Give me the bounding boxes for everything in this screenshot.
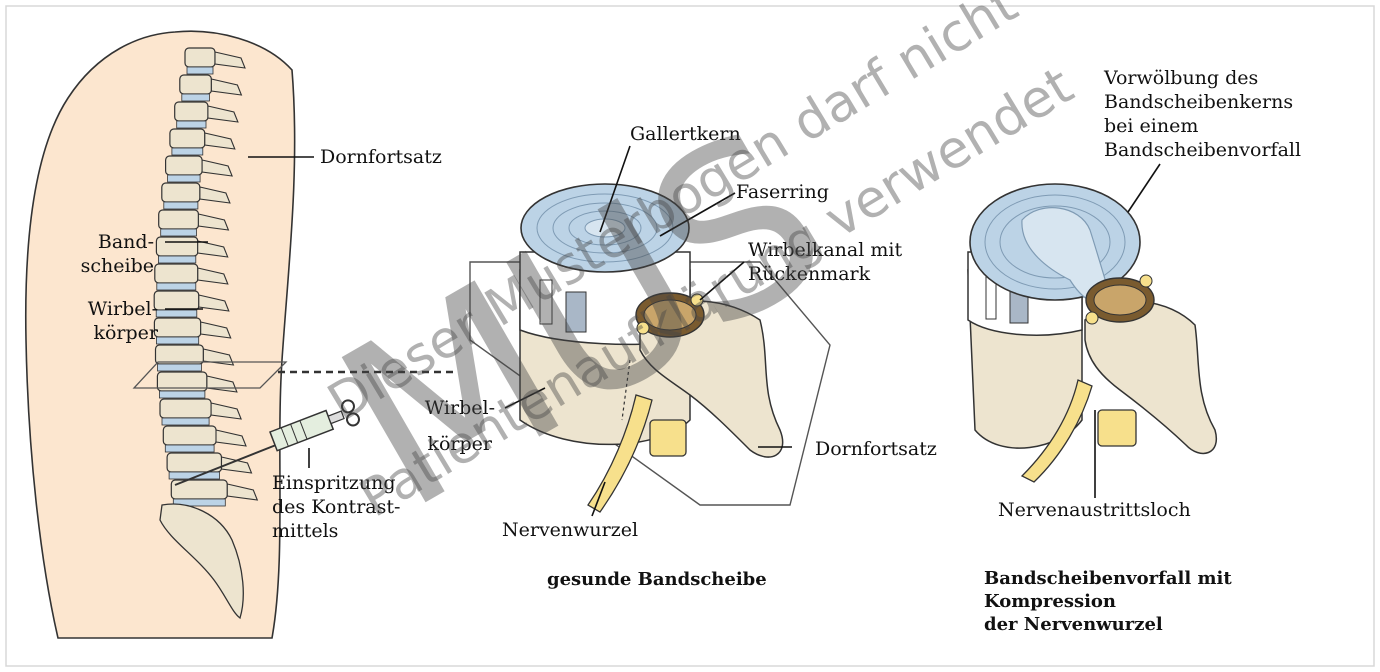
intervertebral-disc [164, 202, 198, 209]
label-wirbelkoerper-healthy-line1: Wirbel- [400, 396, 495, 420]
label-bandscheibe-line2: scheibe [60, 254, 154, 278]
intervertebral-disc [177, 121, 206, 128]
vertebra [159, 210, 199, 229]
label-nervenwurzel: Nervenwurzel [502, 518, 638, 542]
herniated-vertebra [968, 184, 1216, 482]
caption-bandscheibenvorfall-line3: der Nervenwurzel [984, 614, 1163, 635]
label-gallertkern: Gallertkern [630, 122, 741, 146]
label-vorwoelbung-line2: Bandscheibenkerns [1104, 90, 1293, 114]
vertebra [166, 156, 203, 175]
intervertebral-disc [158, 256, 195, 263]
intervertebral-disc [158, 364, 202, 371]
intervertebral-disc [156, 310, 197, 317]
intervertebral-disc [157, 283, 196, 290]
label-vorwoelbung-line3: bei einem [1104, 114, 1198, 138]
label-wirbelkanal-line2: Rückenmark [748, 262, 870, 286]
vertebra [160, 399, 211, 418]
label-wirbelkanal-line1: Wirbelkanal mit [748, 238, 902, 262]
intervertebral-disc [161, 229, 197, 236]
label-einspritzung-line1: Einspritzung [272, 471, 396, 495]
label-dornfortsatz-healthy: Dornfortsatz [815, 437, 937, 461]
vertebra [155, 264, 198, 283]
vertebra [185, 48, 215, 67]
intervertebral-disc [162, 418, 209, 425]
label-wirbelkoerper-line2: körper [60, 321, 158, 345]
vertebra [154, 291, 199, 310]
label-dornfortsatz-spine: Dornfortsatz [320, 145, 442, 169]
healthy-vertebra [470, 184, 830, 512]
vertebra [162, 183, 200, 202]
intervertebral-disc [187, 67, 213, 74]
vertebra [156, 237, 197, 256]
vertebra [180, 75, 212, 94]
vertebra [175, 102, 208, 121]
vertebra [154, 318, 200, 337]
label-vorwoelbung-line1: Vorwölbung des [1104, 66, 1258, 90]
intervertebral-disc [165, 445, 214, 452]
label-nervenaustrittsloch: Nervenaustrittsloch [998, 498, 1191, 522]
caption-bandscheibenvorfall-line2: Kompression [984, 591, 1116, 612]
label-einspritzung-line2: des Kontrast- [272, 495, 400, 519]
label-wirbelkoerper-healthy-line2: körper [400, 432, 492, 456]
intervertebral-disc [172, 148, 203, 155]
caption-bandscheibenvorfall-line1: Bandscheibenvorfall mit [984, 568, 1232, 589]
caption-gesunde-bandscheibe: gesunde Bandscheibe [547, 569, 767, 590]
vertebra [170, 129, 205, 148]
label-faserring: Faserring [736, 180, 829, 204]
intervertebral-disc [159, 391, 205, 398]
intervertebral-disc [156, 337, 198, 344]
intervertebral-disc [168, 175, 201, 182]
label-wirbelkoerper-line1: Wirbel- [60, 297, 158, 321]
intervertebral-disc [182, 94, 210, 101]
label-bandscheibe-line1: Band- [60, 230, 154, 254]
label-einspritzung-line3: mittels [272, 519, 338, 543]
vertebra [163, 426, 216, 445]
label-vorwoelbung-line4: Bandscheibenvorfall [1104, 138, 1301, 162]
vertebra [156, 345, 204, 364]
